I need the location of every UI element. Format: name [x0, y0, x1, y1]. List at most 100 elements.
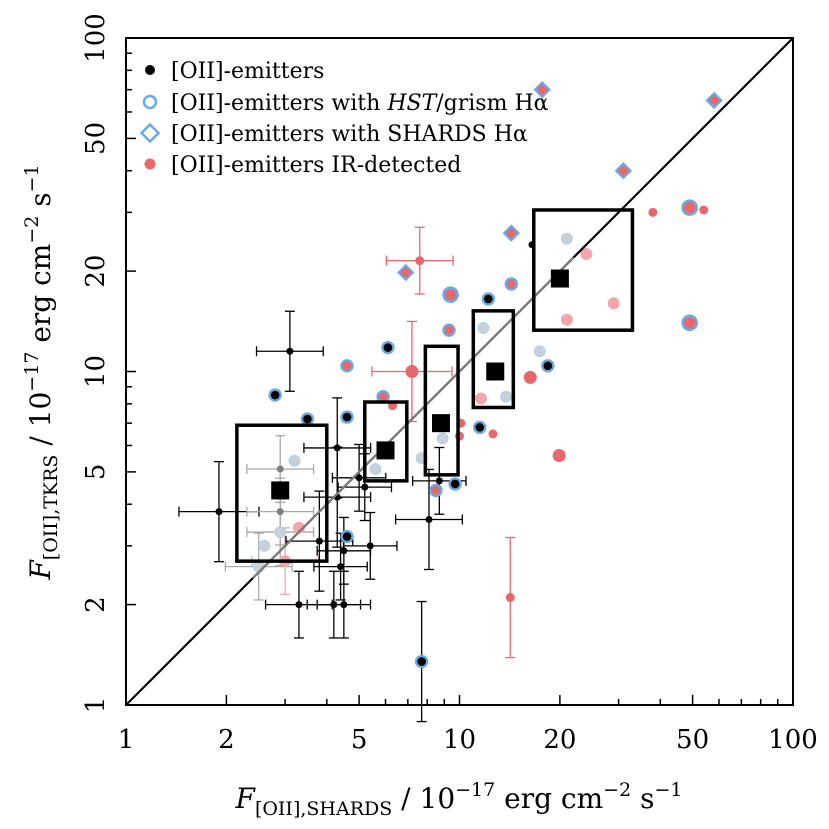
x-title-rest: / 10: [392, 782, 455, 815]
x-tick-label-6: 100: [768, 725, 818, 755]
fit-line: [252, 256, 575, 579]
point-10: [292, 521, 305, 534]
point-17: [340, 547, 348, 555]
point-63: [614, 162, 633, 180]
point-45: [474, 392, 487, 405]
point-1: [268, 388, 282, 402]
error-bars: [178, 226, 516, 723]
point-46: [477, 322, 490, 335]
y-tick-label-4: 20: [81, 255, 111, 288]
x-tick-label-3: 10: [443, 725, 476, 755]
x-tick-label-5: 50: [676, 725, 709, 755]
y-tick-label-2: 5: [81, 464, 111, 481]
point-40: [442, 286, 459, 303]
point-52: [505, 593, 515, 603]
y-tick-label-5: 50: [81, 122, 111, 155]
y-title-unit-exp2: −1: [21, 164, 43, 192]
point-0: [215, 508, 223, 516]
bin-box-4: [532, 208, 635, 332]
point-29: [397, 263, 415, 282]
x-title-unit-s: s: [631, 782, 654, 815]
y-tick-label-6: 100: [81, 13, 111, 63]
point-36: [429, 483, 443, 498]
legend-text-1: [OII]-emitters with HST/grism Hα: [171, 91, 549, 116]
legend-text-1-italic: HST: [386, 91, 438, 116]
point-59: [560, 232, 573, 245]
point-26: [369, 463, 382, 476]
point-58: [552, 448, 566, 462]
point-57: [541, 359, 555, 373]
point-18: [340, 529, 354, 544]
legend-marker-blue-diamond: [139, 122, 161, 144]
x-title-sub: [OII],SHARDS: [255, 798, 392, 820]
point-22: [340, 359, 354, 373]
point-21: [340, 410, 354, 424]
legend-text-1-tail: /grism Hα: [436, 91, 548, 116]
bin-box-1: [363, 400, 409, 483]
legend-marker-blue-circle: [142, 94, 158, 110]
point-38: [436, 432, 449, 445]
legend-text-0: [OII]-emitters: [171, 59, 324, 84]
point-24: [355, 474, 363, 482]
point-3: [295, 601, 303, 609]
legend-marker-black-dot: [145, 65, 155, 75]
point-48: [488, 429, 498, 439]
point-16: [337, 563, 345, 571]
y-axis-title: F[OII],TKRS / 10−17 erg cm−2 s−1: [21, 164, 62, 580]
x-axis-title: F[OII],SHARDS / 10−17 erg cm−2 s−1: [235, 779, 683, 820]
point-25: [361, 483, 369, 491]
point-47: [481, 292, 496, 306]
point-64: [648, 207, 658, 217]
bin-median-4: [550, 269, 569, 288]
bin-median-0: [271, 481, 290, 500]
point-33: [415, 256, 425, 266]
bin-median-2: [431, 414, 450, 433]
bin-median-1: [376, 441, 395, 460]
x-title-unit: erg cm: [495, 782, 603, 815]
point-49: [500, 390, 513, 403]
legend-text-2: [OII]-emitters with SHARDS Hα: [171, 122, 528, 147]
point-61: [580, 248, 593, 261]
point-2: [286, 347, 294, 355]
y-title-rest: / 10: [24, 392, 57, 455]
point-60: [560, 313, 573, 326]
x-tick-label-0: 1: [118, 725, 135, 755]
point-44: [473, 420, 487, 435]
y-title-sub: [OII],TKRS: [40, 455, 62, 561]
point-50: [504, 277, 519, 291]
point-8: [288, 454, 301, 467]
point-14: [330, 601, 338, 609]
x-tick-label-4: 20: [543, 725, 576, 755]
x-tick-label-1: 2: [218, 725, 235, 755]
point-23: [366, 542, 374, 550]
point-35: [425, 515, 433, 523]
y-title-exp: −17: [21, 352, 43, 392]
point-51: [502, 224, 521, 242]
point-56: [533, 80, 551, 99]
x-title-exp: −17: [455, 779, 495, 801]
legend-marker-red-dot: [144, 158, 156, 170]
point-41: [448, 477, 462, 491]
point-28: [381, 340, 395, 355]
x-title-unit-exp1: −2: [603, 779, 631, 801]
point-67: [699, 205, 709, 215]
point-4: [300, 412, 315, 426]
x-title-unit-exp2: −1: [654, 779, 682, 801]
point-7: [274, 526, 287, 539]
point-68: [705, 91, 723, 110]
binned-medians: [235, 208, 635, 563]
point-65: [681, 199, 698, 216]
y-tick-label-1: 2: [81, 596, 111, 613]
point-6: [276, 508, 284, 516]
point-34: [414, 654, 429, 669]
legend-text-3: [OII]-emitters IR-detected: [171, 153, 461, 178]
point-53: [523, 370, 537, 384]
point-55: [533, 345, 546, 358]
y-tick-label-3: 10: [81, 355, 111, 388]
point-66: [681, 314, 698, 332]
x-tick-label-2: 5: [351, 725, 368, 755]
legend-text-1-a: [OII]-emitters with: [171, 91, 387, 116]
y-title-unit: erg cm: [24, 244, 57, 352]
